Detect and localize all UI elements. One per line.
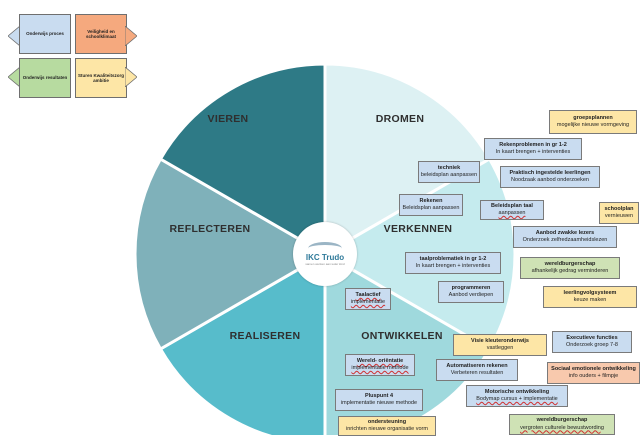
legend-onderwijs-proces: Onderwijs proces: [19, 14, 71, 54]
logo-text: IKC Trudo: [305, 253, 345, 262]
segment-reflecteren-label: REFLECTEREN: [170, 223, 251, 235]
logo-arc-icon: [308, 242, 342, 255]
legend-onderwijs-resultaten: Onderwijs resultaten: [19, 58, 71, 98]
arrow-right-icon: [125, 26, 137, 46]
segment-vieren-label: VIEREN: [208, 113, 249, 125]
arrow-left-icon: [8, 26, 20, 46]
arrow-right-icon: [125, 67, 137, 87]
segment-verkennen-label: VERKENNEN: [384, 223, 453, 235]
segment-realiseren: [158, 251, 327, 435]
segment-ontwikkelen-label: ONTWIKKELEN: [361, 330, 442, 342]
logo-subtitle: samen werken aan ieder kind: [305, 262, 345, 266]
segment-vieren: [158, 62, 327, 257]
segment-dromen: [323, 62, 492, 257]
segment-realiseren-label: REALISEREN: [230, 330, 301, 342]
segment-reflecteren: [133, 156, 329, 352]
segment-dromen-label: DROMEN: [376, 113, 424, 125]
school-logo: IKC Trudo samen werken aan ieder kind: [293, 222, 357, 286]
arrow-left-icon: [8, 67, 20, 87]
